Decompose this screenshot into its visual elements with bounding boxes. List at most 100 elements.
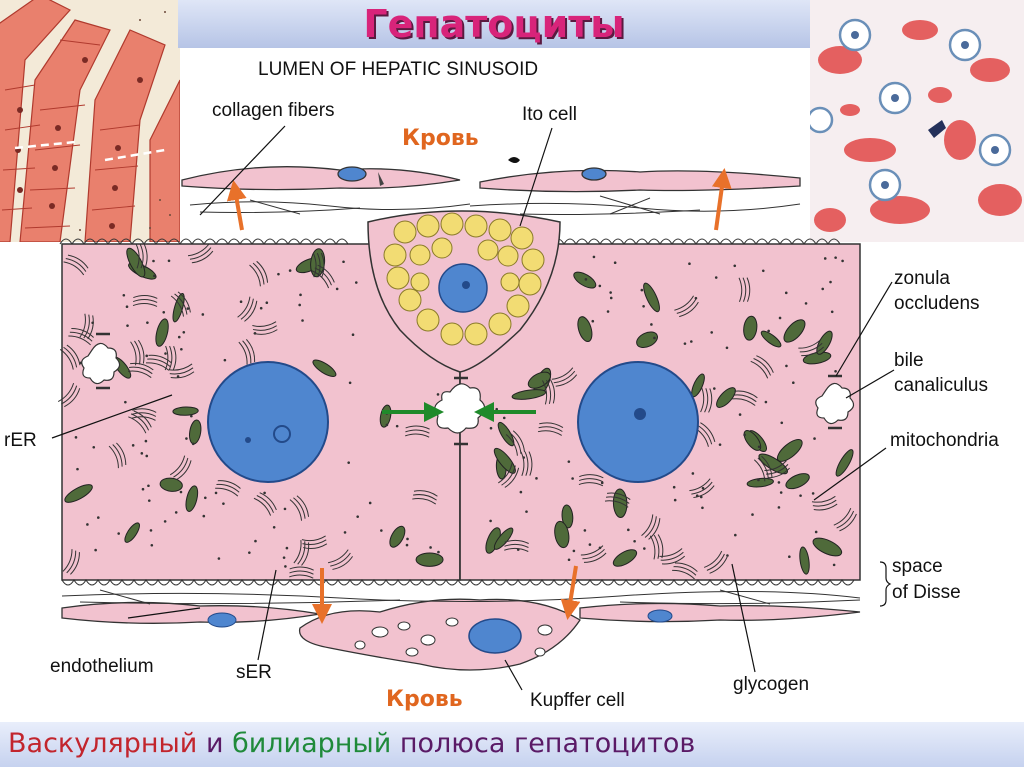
mitochondrion xyxy=(185,485,199,512)
glycogen-granule xyxy=(688,262,691,266)
slide-caption: Васкулярный и билиарный полюса гепатоцит… xyxy=(8,724,695,764)
glycogen-granule xyxy=(777,481,781,484)
er-stack xyxy=(312,252,325,278)
glycogen-granule xyxy=(701,506,704,510)
glycogen-granule xyxy=(600,481,604,485)
glycogen-granule xyxy=(584,278,588,281)
er-stack xyxy=(674,295,699,318)
glycogen-granule xyxy=(368,501,372,505)
glycogen-granule xyxy=(204,496,207,500)
organelles xyxy=(57,243,857,580)
glycogen-granule xyxy=(779,491,783,494)
blood-arrow-up-right xyxy=(711,168,732,231)
glycogen-granule xyxy=(117,532,120,535)
bile-canaliculus-right xyxy=(815,382,855,425)
glycogen-granule xyxy=(804,302,808,305)
mitochondrion xyxy=(415,552,444,567)
glycogen-granule xyxy=(823,257,827,260)
blood-label-top: Кровь xyxy=(402,126,479,151)
er-stack xyxy=(703,550,728,574)
glycogen-granule xyxy=(734,533,737,537)
glycogen-granule xyxy=(343,531,347,534)
glycogen-granule xyxy=(162,310,166,314)
er-stack xyxy=(187,243,214,264)
mitochondrion xyxy=(799,546,810,575)
glycogen-granule xyxy=(144,439,148,443)
glycogen-granule xyxy=(813,437,816,440)
glycogen-granule xyxy=(283,507,287,511)
mitochondrion xyxy=(743,315,758,341)
glycogen-granule xyxy=(140,452,144,455)
mitochondrion xyxy=(743,430,762,451)
er-stack xyxy=(537,422,564,436)
glycogen-granule xyxy=(146,321,149,324)
glycogen-granule xyxy=(535,477,538,480)
mitochondrion xyxy=(643,282,660,313)
label-bile-line2: canaliculus xyxy=(894,375,988,396)
glycogen-granule xyxy=(147,499,151,502)
glycogen-granule xyxy=(201,313,205,316)
glycogen-granule xyxy=(694,296,698,300)
er-stack xyxy=(580,545,607,563)
glycogen-granule xyxy=(495,407,499,411)
glycogen-granule xyxy=(650,323,653,326)
glycogen-granule xyxy=(788,555,791,558)
er-stack xyxy=(405,425,430,438)
mitochondrion xyxy=(64,484,93,503)
er-stack xyxy=(641,514,661,540)
er-stack xyxy=(604,492,631,508)
glycogen-granule xyxy=(683,342,687,345)
er-stack xyxy=(131,408,157,421)
glycogen-granule xyxy=(592,255,596,259)
er-stack xyxy=(135,243,148,269)
mitochondrion xyxy=(612,549,638,567)
er-stack xyxy=(542,379,556,405)
glycogen-granule xyxy=(153,274,156,278)
glycogen-granule xyxy=(519,490,523,494)
endothelium-top xyxy=(181,166,801,193)
glycogen-granule xyxy=(405,543,409,547)
glycogen-granule xyxy=(761,269,765,273)
mitochondrion xyxy=(561,504,574,529)
er-stack xyxy=(59,344,81,370)
mitochondrion xyxy=(389,525,406,548)
glycogen-granule xyxy=(124,400,127,404)
glycogen-granule xyxy=(571,477,574,480)
label-glycogen: glycogen xyxy=(733,674,810,695)
glycogen-granule xyxy=(301,319,304,322)
glycogen-granule xyxy=(385,423,389,427)
mitochondrion xyxy=(511,389,547,400)
er-stack xyxy=(215,480,241,497)
glycogen-granule xyxy=(190,414,193,418)
glycogen-granule xyxy=(832,563,836,567)
er-stack xyxy=(63,254,89,276)
glycogen-granule xyxy=(834,256,837,259)
er-stack xyxy=(328,549,353,570)
glycogen-granule xyxy=(253,332,257,335)
title-band xyxy=(178,0,810,48)
er-stack xyxy=(750,355,774,379)
label-kupffer-cell: Kupffer cell xyxy=(530,690,625,711)
mitochondrion xyxy=(785,473,810,490)
glycogen-granule xyxy=(298,303,301,307)
glycogen-granule xyxy=(489,426,493,430)
hepatocyte-cords-photo xyxy=(0,0,180,242)
label-disse-line2: of Disse xyxy=(892,582,961,603)
mitochondrion xyxy=(716,387,736,408)
er-stack xyxy=(238,339,256,365)
mitochondrion xyxy=(760,330,782,348)
label-ser: sER xyxy=(236,662,272,683)
glycogen-granule xyxy=(282,556,286,559)
er-stack xyxy=(700,387,713,413)
er-stack xyxy=(659,548,686,565)
glycogen-granule xyxy=(259,306,263,310)
er-stack xyxy=(145,354,172,371)
glycogen-granule xyxy=(672,485,676,489)
mitochondrion xyxy=(155,318,169,347)
er-stack xyxy=(504,539,529,552)
er-stack xyxy=(551,367,578,387)
glycogen-granule xyxy=(91,321,94,325)
er-stack xyxy=(57,382,81,408)
